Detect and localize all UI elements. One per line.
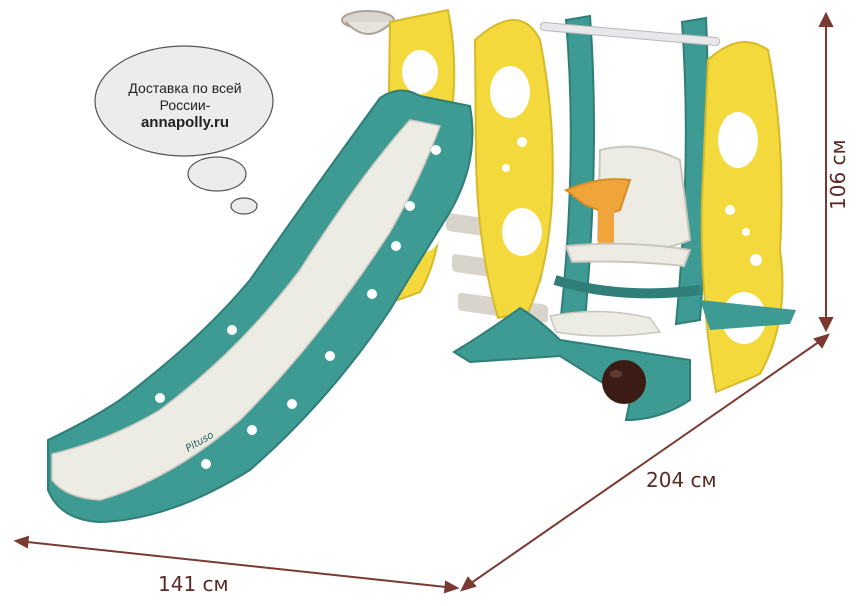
callout-site: annapolly.ru xyxy=(140,114,230,131)
width-arrow xyxy=(17,540,456,589)
length-arrow xyxy=(463,336,827,589)
middle-rocket-panel xyxy=(473,19,554,320)
callout-line-2: России- xyxy=(159,97,211,113)
height-label: 106 см xyxy=(826,139,850,210)
basketball-hoop xyxy=(341,10,395,35)
callout-line-1: Доставка по всей xyxy=(128,80,242,96)
slide-bolts xyxy=(155,145,441,469)
swing-seat xyxy=(564,145,692,268)
ball xyxy=(602,360,646,404)
length-label: 204 см xyxy=(646,468,717,492)
speech-bubble xyxy=(94,45,274,215)
delivery-callout: Доставка по всей России- annapolly.ru xyxy=(100,80,270,131)
width-label: 141 см xyxy=(158,572,229,596)
dimension-arrows xyxy=(13,11,834,594)
front-rocket-panel xyxy=(700,41,784,394)
slide: Pituso xyxy=(47,89,474,524)
